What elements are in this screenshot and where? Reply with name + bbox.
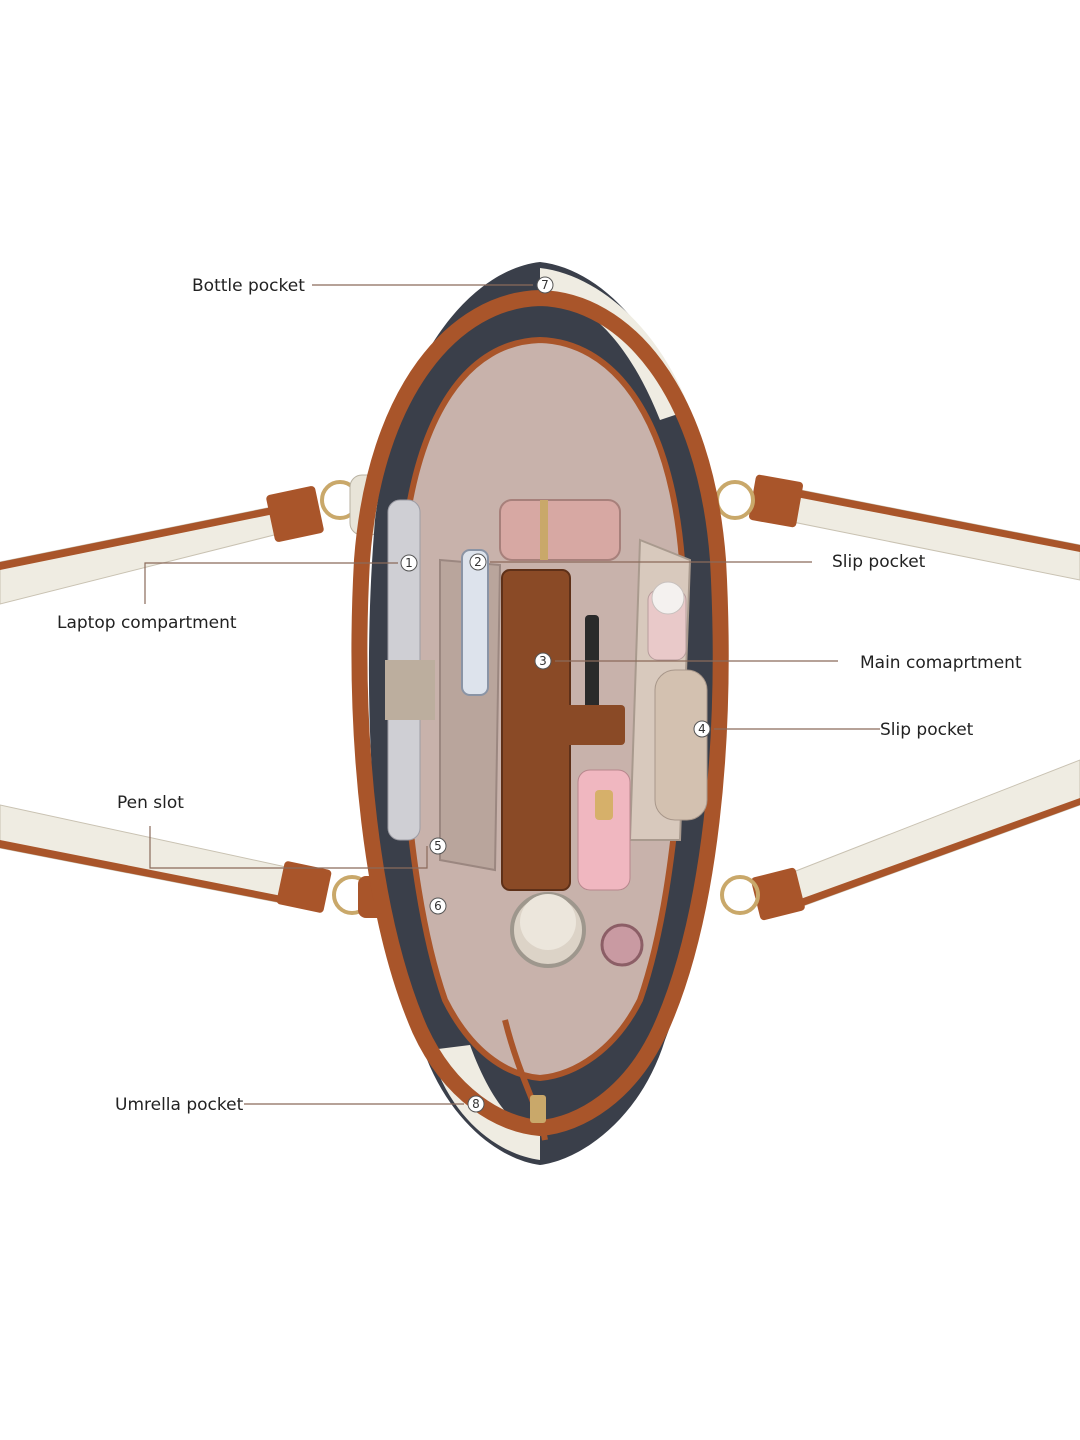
callout-number-pen: 5 [434, 839, 442, 853]
callout-label-umbrella: Umrella pocket [115, 1095, 244, 1115]
callout-badge-pen [429, 837, 447, 855]
callout-badge-umbrella [467, 1095, 485, 1113]
callout-label-main: Main comaprtment [860, 653, 1022, 673]
callout-number-pen-2: 6 [434, 899, 442, 913]
callout-badge-laptop [400, 554, 418, 572]
callout-number-bottle: 7 [541, 278, 549, 292]
callout-number-main: 3 [539, 654, 547, 668]
callout-number-slip-top: 2 [474, 555, 482, 569]
callout-badge-main [534, 652, 552, 670]
callout-badge-bottle [536, 276, 554, 294]
callout-number-slip-right: 4 [698, 722, 706, 736]
bag-body [351, 262, 729, 1165]
leader-line-laptop [144, 562, 398, 604]
callout-badge-slip-top [469, 553, 487, 571]
strap-bottom-right [720, 759, 1080, 921]
callout-badge-slip-right [693, 720, 711, 738]
strap-bottom-left [0, 804, 390, 918]
leader-line-pen [149, 826, 428, 869]
callout-label-pen: Pen slot [117, 793, 184, 813]
callout-label-slip-right: Slip pocket [880, 720, 974, 740]
strap-top-right [715, 474, 1080, 581]
callout-number-laptop: 1 [405, 556, 413, 570]
callout-badge-pen-2 [429, 897, 447, 915]
strap-top-left [0, 474, 383, 605]
callout-label-bottle: Bottle pocket [192, 276, 305, 296]
callout-label-laptop: Laptop compartment [57, 613, 237, 633]
callout-label-slip-top: Slip pocket [832, 552, 926, 572]
callout-number-umbrella: 8 [472, 1097, 480, 1111]
